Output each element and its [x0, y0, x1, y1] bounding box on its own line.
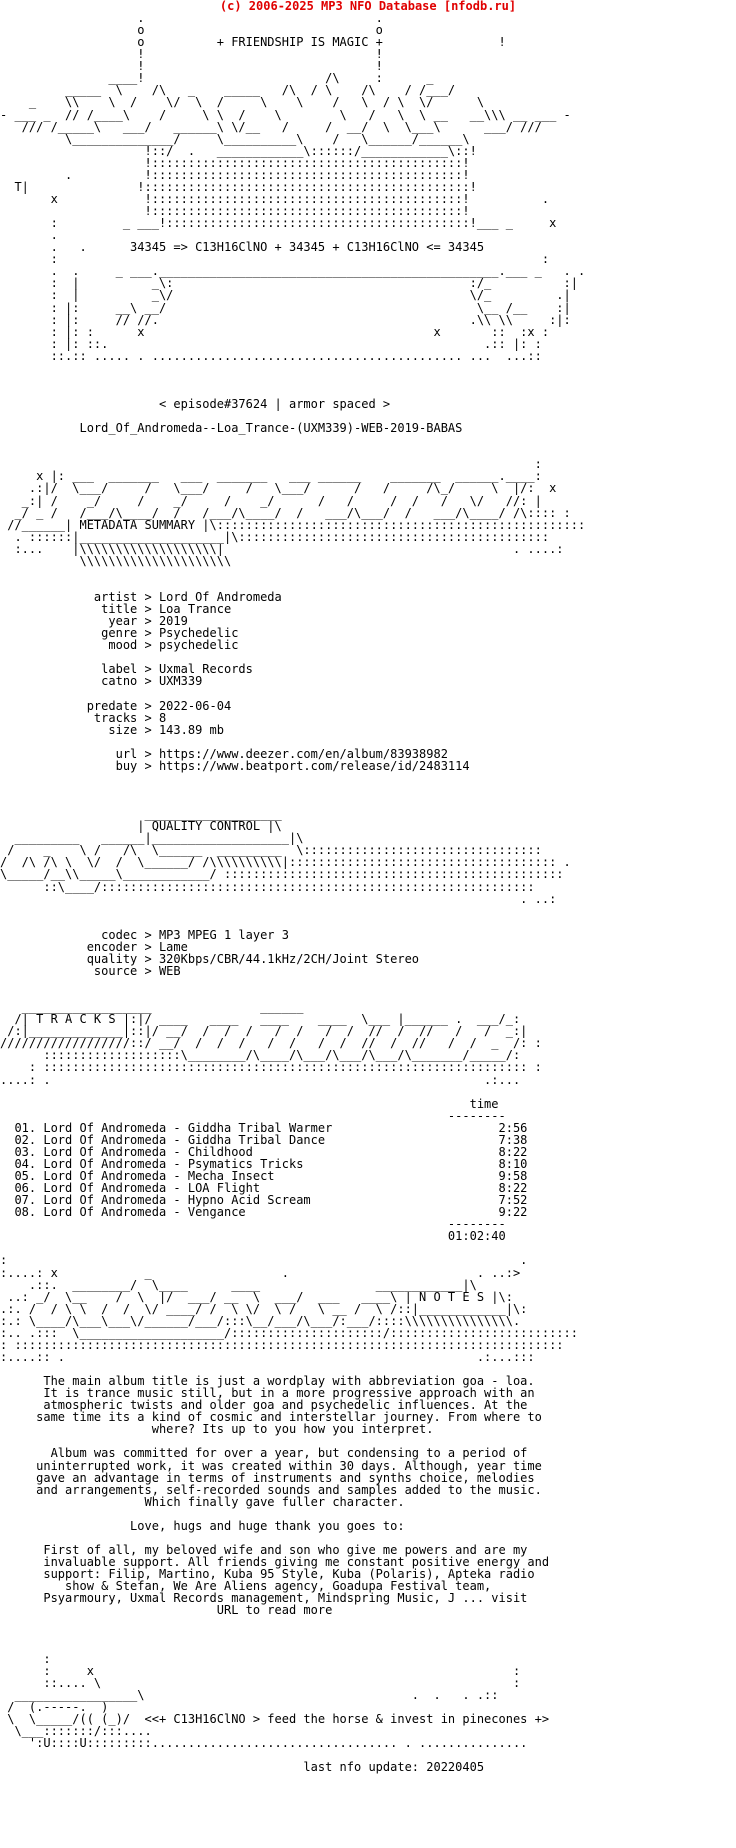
- copyright-header[interactable]: (c) 2006-2025 MP3 NFO Database [nfodb.ru…: [219, 0, 517, 13]
- nfo-ascii-text: . . o o o + FRIENDSHIP IS MAGIC + ! !: [0, 11, 586, 1775]
